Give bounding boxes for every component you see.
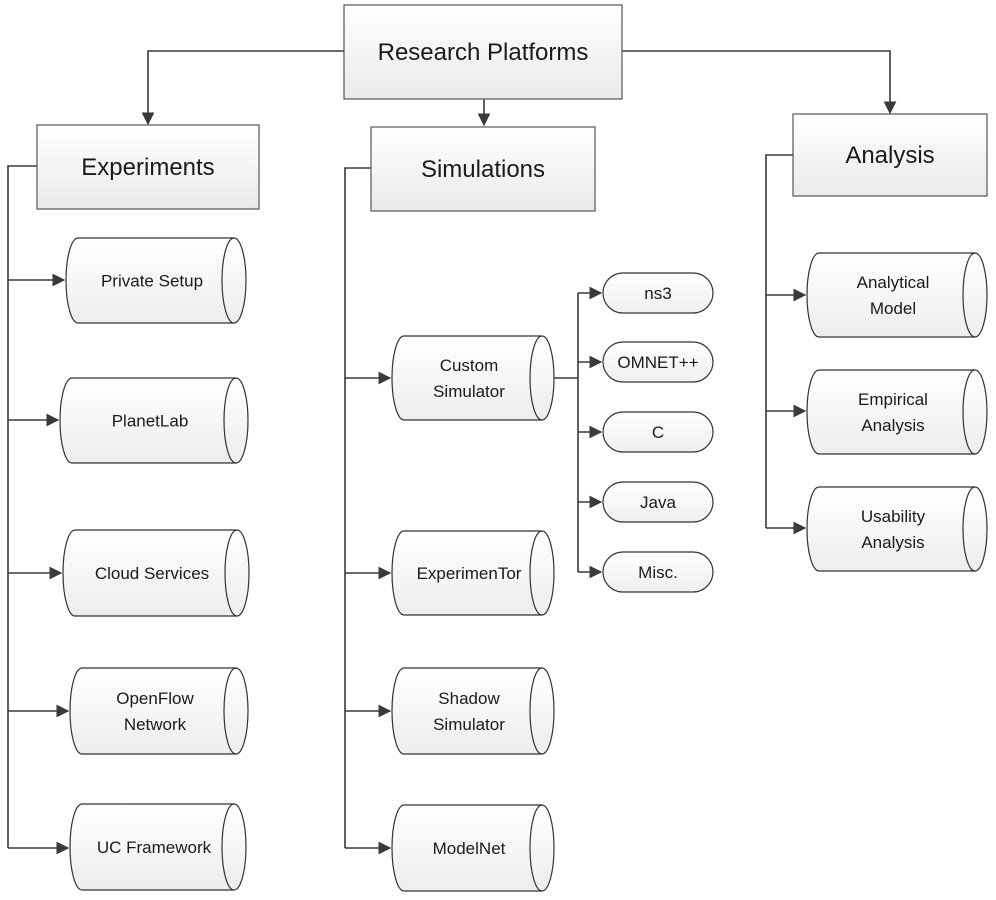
category-experiments: Experiments — [36, 124, 260, 210]
language-pill-2-label: OMNET++ — [617, 353, 698, 372]
language-pill-4-label: Java — [640, 493, 676, 512]
simulations-item-1-line-1: Custom — [440, 356, 499, 375]
category-simulations: Simulations — [370, 126, 596, 212]
experiments-item-2-line-1: PlanetLab — [112, 412, 189, 431]
experiments-item-1-line-1: Private Setup — [101, 272, 203, 291]
simulations-item-4-line-1: ModelNet — [433, 839, 506, 858]
connector-experiments-trunk — [7, 165, 37, 848]
connector-root-analysis — [622, 50, 897, 115]
root-node: Research Platforms — [343, 4, 623, 100]
experiments-item-4-line-1: OpenFlow — [116, 689, 194, 708]
category-analysis: Analysis — [792, 113, 988, 197]
simulations-item-1-line-2: Simulator — [433, 382, 505, 401]
language-pill-2: OMNET++ — [602, 341, 714, 383]
analysis-item-1-line-1: Analytical — [857, 273, 930, 292]
language-pill-1: ns3 — [602, 272, 714, 314]
language-pill-3: C — [602, 411, 714, 453]
root-label: Research Platforms — [378, 39, 589, 66]
connectors — [7, 50, 897, 855]
simulations-item-3-line-2: Simulator — [433, 715, 505, 734]
language-pill-4: Java — [602, 481, 714, 523]
language-pill-5: Misc. — [602, 551, 714, 593]
analysis-item-3-line-1: Usability — [861, 507, 926, 526]
experiments-item-3: Cloud Services — [62, 529, 250, 617]
analysis-item-2-line-1: Empirical — [858, 390, 928, 409]
language-pill-3-label: C — [652, 423, 664, 442]
experiments-item-5: UC Framework — [69, 803, 247, 891]
analysis-item-2-line-2: Analysis — [861, 416, 924, 435]
connector-root-experiments — [141, 50, 344, 126]
experiments-item-1: Private Setup — [65, 237, 247, 324]
connector-analysis-trunk — [765, 154, 793, 528]
language-pill-5-label: Misc. — [638, 563, 678, 582]
experiments-item-2: PlanetLab — [59, 377, 249, 464]
experiments-item-4-line-2: Network — [124, 715, 187, 734]
simulations-item-2: ExperimenTor — [391, 530, 555, 616]
analysis-label: Analysis — [845, 142, 934, 169]
analysis-item-3-line-2: Analysis — [861, 533, 924, 552]
analysis-item-1-line-2: Model — [870, 299, 916, 318]
simulations-label: Simulations — [421, 156, 545, 183]
experiments-item-3-line-1: Cloud Services — [95, 564, 209, 583]
simulations-item-3-line-1: Shadow — [438, 689, 500, 708]
language-pill-1-label: ns3 — [644, 284, 671, 303]
simulations-item-4: ModelNet — [391, 804, 555, 892]
connector-simulations-trunk — [344, 167, 371, 848]
experiments-item-5-line-1: UC Framework — [97, 838, 212, 857]
experiments-label: Experiments — [81, 154, 214, 181]
simulations-item-2-line-1: ExperimenTor — [417, 564, 522, 583]
